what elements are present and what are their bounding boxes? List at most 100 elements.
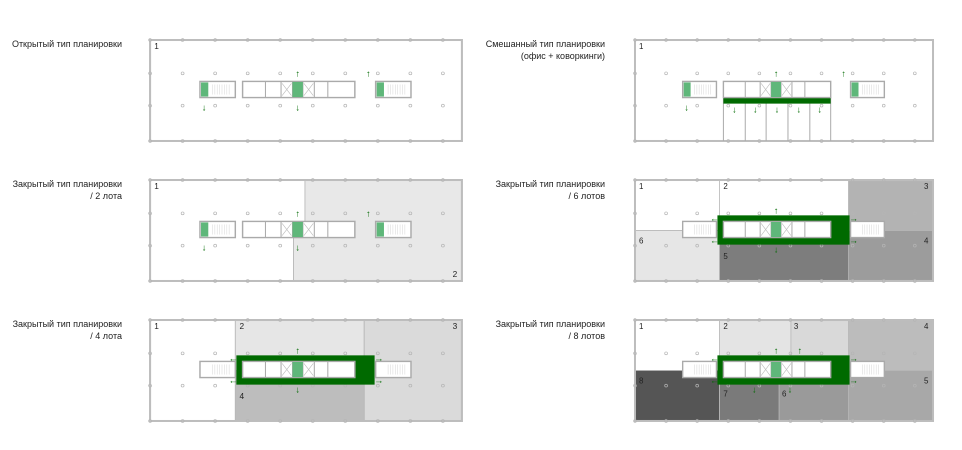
column: [278, 103, 283, 108]
lot-number: 1: [639, 182, 644, 191]
elevator-icon: [281, 363, 292, 376]
lot-number: 4: [239, 392, 244, 401]
exit-arrow-icon: ↑: [774, 68, 778, 78]
column: [148, 351, 152, 356]
lot-number: 2: [723, 322, 728, 331]
exit-arrow-icon: ↓: [295, 385, 300, 395]
column: [788, 211, 793, 216]
column: [245, 279, 250, 283]
column: [757, 71, 762, 76]
column: [850, 139, 855, 143]
lot-number: 4: [924, 237, 929, 246]
column: [408, 71, 413, 76]
column: [819, 38, 824, 42]
column: [913, 103, 917, 108]
column: [343, 71, 348, 76]
column: [408, 279, 413, 283]
column: [913, 139, 917, 143]
column: [376, 279, 380, 283]
column: [819, 139, 824, 143]
column: [695, 279, 699, 283]
lot-number: 3: [794, 322, 799, 331]
exit-arrow-icon: ↓: [202, 243, 207, 253]
column: [245, 243, 250, 248]
plan-title-closed8: Закрытый тип планировки/ 8 лотов: [475, 318, 605, 342]
staircase-lobby: [201, 82, 209, 97]
column: [913, 243, 917, 248]
column: [180, 243, 185, 248]
column: [441, 351, 445, 356]
column: [788, 71, 793, 76]
column: [245, 178, 250, 182]
column: [376, 351, 380, 356]
outer-wall: [149, 319, 463, 422]
column: [278, 351, 283, 356]
column: [441, 211, 445, 216]
floor-plan-open: 1↑↓↑↓: [148, 38, 463, 143]
exit-arrow-icon: ↓: [295, 103, 300, 113]
elevator-icon: [281, 83, 292, 96]
exit-arrow-icon: ↓: [202, 103, 207, 113]
column: [245, 211, 250, 216]
column: [726, 38, 731, 42]
column: [408, 243, 413, 248]
column: [408, 419, 413, 423]
column: [726, 178, 731, 182]
column: [213, 103, 217, 108]
column: [245, 318, 250, 322]
lot-area: [634, 370, 720, 422]
exit-arrow-icon: ←: [710, 376, 719, 386]
column: [408, 211, 413, 216]
column: [441, 419, 445, 423]
elevator-lobby: [771, 221, 782, 238]
column: [148, 211, 152, 216]
column: [819, 279, 824, 283]
column: [408, 139, 413, 143]
column: [913, 383, 917, 388]
column: [757, 38, 762, 42]
outer-wall: [633, 319, 935, 422]
column: [343, 103, 348, 108]
column: [882, 211, 886, 216]
elevator-icon: [760, 83, 771, 96]
column: [726, 279, 731, 283]
column: [343, 139, 348, 143]
exit-arrow-icon: ↑: [798, 345, 802, 355]
column: [695, 383, 699, 388]
column: [376, 211, 380, 216]
column: [726, 351, 731, 356]
lot-number: 4: [924, 322, 929, 331]
exit-arrow-icon: ←: [710, 353, 719, 363]
exit-arrow-icon: ↑: [295, 345, 300, 355]
plan-title-line: Закрытый тип планировки: [12, 179, 122, 189]
lot-area: [848, 370, 934, 422]
elevator-icon: [760, 223, 771, 236]
column: [757, 351, 762, 356]
column: [148, 103, 152, 108]
column: [850, 211, 855, 216]
column: [633, 318, 637, 322]
column: [664, 38, 668, 42]
column: [278, 279, 283, 283]
exit-arrow-icon: →: [374, 376, 383, 386]
column: [376, 71, 380, 76]
column: [882, 318, 886, 322]
exit-arrow-icon: ←: [710, 213, 719, 223]
column: [245, 351, 250, 356]
column: [757, 139, 762, 143]
column: [695, 243, 699, 248]
plan-title-line: Закрытый тип планировки: [495, 179, 605, 189]
column: [695, 71, 699, 76]
column: [148, 318, 152, 322]
exit-arrow-icon: ↓: [775, 105, 779, 115]
elevator-icon: [303, 363, 314, 376]
column: [850, 351, 855, 356]
outer-wall: [149, 179, 463, 282]
column: [633, 38, 637, 42]
lot-number: 1: [154, 42, 159, 51]
lot-number: 1: [639, 322, 644, 331]
column: [633, 279, 637, 283]
column: [882, 351, 886, 356]
column: [726, 71, 731, 76]
